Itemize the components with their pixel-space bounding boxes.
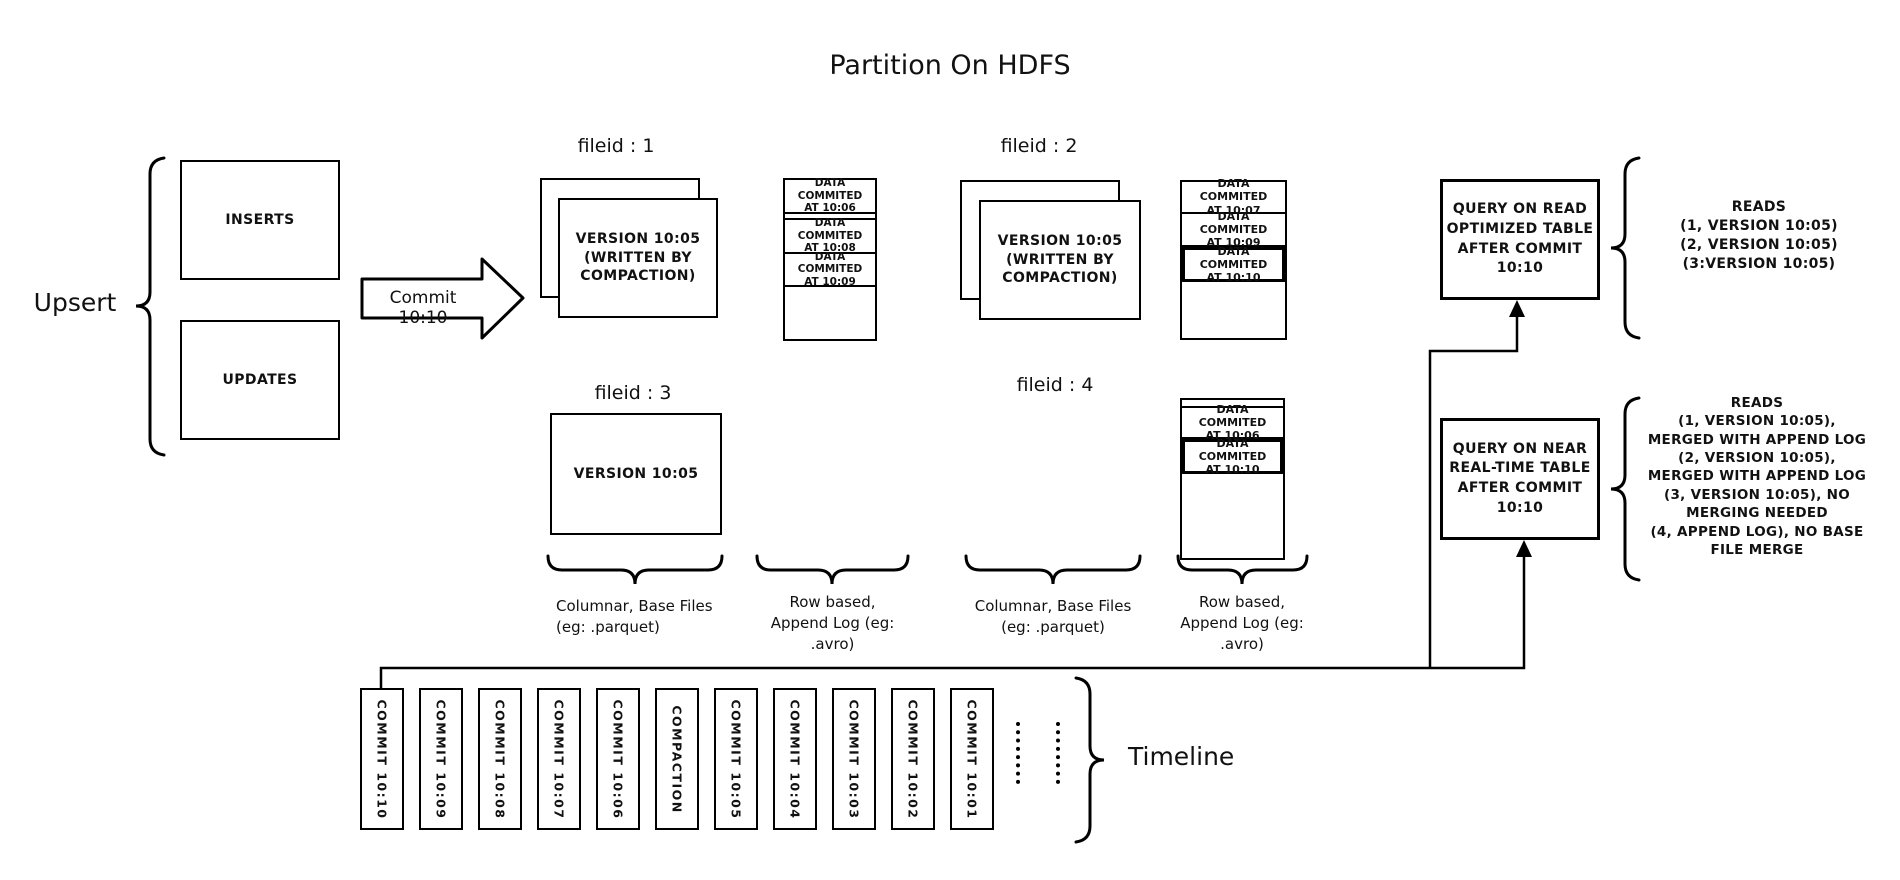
log-cell: DATA COMMITED AT 10:06 [1182, 403, 1283, 442]
log-cell: DATA COMMITED AT 10:09 [785, 251, 875, 288]
reads-line: (2, VERSION 10:05) [1680, 237, 1838, 254]
log-cell: DATA COMMITED AT 10:07 [1182, 177, 1285, 217]
columnar-brace-2 [964, 554, 1142, 585]
rowlog-brace-1 [755, 554, 910, 585]
reads-near-realtime-list: READS(1, VERSION 10:05),MERGED WITH APPE… [1642, 394, 1872, 559]
log-cell-latest: DATA COMMITED AT 10:10 [1182, 245, 1285, 284]
timeline-to-nrt-line [379, 554, 1526, 689]
timeline-commit-label: COMMIT 10:01 [964, 699, 980, 819]
timeline-ellipsis-dots [1056, 722, 1060, 784]
timeline-commit-label: COMMIT 10:10 [374, 699, 390, 819]
reads-line: MERGING NEEDED [1686, 505, 1828, 522]
reads-line: (3, VERSION 10:05), NO [1663, 486, 1851, 503]
timeline-commit-box: COMMIT 10:04 [773, 688, 817, 830]
fileid-2-version-box: VERSION 10:05 (WRITTEN BY COMPACTION) [979, 200, 1141, 320]
reads-line: (1, VERSION 10:05), [1678, 413, 1836, 430]
timeline-commit-box: COMMIT 10:05 [714, 688, 758, 830]
reads-line: (3:VERSION 10:05) [1682, 256, 1836, 273]
timeline-label: Timeline [1128, 742, 1235, 771]
reads-line: MERGED WITH APPEND LOG [1647, 468, 1867, 485]
page-title: Partition On HDFS [829, 50, 1071, 81]
timeline-commit-box: COMMIT 10:08 [478, 688, 522, 830]
timeline-commit-box: COMMIT 10:06 [596, 688, 640, 830]
fileid-3-version-box: VERSION 10:05 [550, 413, 722, 535]
reads-nrt-brace [1610, 396, 1641, 582]
log-cell: DATA COMMITED AT 10:06 [785, 177, 875, 214]
timeline-commit-label: COMPACTION [669, 704, 685, 814]
reads-line: FILE MERGE [1710, 541, 1804, 558]
updates-box: UPDATES [180, 320, 340, 440]
timeline-commit-box: COMMIT 10:01 [950, 688, 994, 830]
log-strip [1182, 400, 1283, 408]
timeline-commit-label: COMMIT 10:06 [610, 699, 626, 819]
timeline-commit-label: COMMIT 10:08 [492, 699, 508, 819]
fileid-4-label: fileid : 4 [1016, 374, 1094, 396]
reads-line: (2, VERSION 10:05), [1678, 450, 1836, 467]
fileid-1-label: fileid : 1 [577, 135, 655, 157]
rowlog-brace-2 [1176, 554, 1309, 585]
timeline-to-ro-line [1428, 314, 1519, 668]
query-near-realtime-box: QUERY ON NEAR REAL-TIME TABLE AFTER COMM… [1440, 418, 1600, 540]
timeline-commit-label: COMMIT 10:03 [846, 699, 862, 819]
upsert-brace [135, 156, 166, 457]
timeline-commit-box: COMMIT 10:03 [832, 688, 876, 830]
timeline-brace [1074, 676, 1105, 844]
timeline-commit-label: COMMIT 10:02 [905, 699, 921, 819]
reads-ro-brace [1610, 156, 1641, 340]
columnar-base-files-label-1: Columnar, Base Files (eg: .parquet) [556, 597, 713, 636]
timeline-commit-label: COMMIT 10:09 [433, 699, 449, 819]
query-read-optimized-box: QUERY ON READ OPTIMIZED TABLE AFTER COMM… [1440, 179, 1600, 300]
columnar-brace-1 [546, 554, 724, 585]
reads-line: (4, APPEND LOG), NO BASE [1650, 523, 1864, 540]
log-cell: DATA COMMITED AT 10:08 [785, 217, 875, 254]
columnar-base-files-label-2: Columnar, Base Files (eg: .parquet) [974, 597, 1132, 636]
timeline-commit-box: COMMIT 10:09 [419, 688, 463, 830]
nrt-arrowhead [1516, 540, 1532, 557]
log-cell-latest: DATA COMMITED AT 10:10 [1182, 437, 1283, 476]
ro-arrowhead [1509, 300, 1525, 317]
log-cell: DATA COMMITED AT 10:09 [1182, 210, 1285, 249]
fileid-2-append-log: DATA COMMITED AT 10:07 DATA COMMITED AT … [1180, 177, 1287, 340]
commit-block-arrow [360, 257, 525, 340]
timeline-ellipsis-dots [1016, 722, 1020, 784]
reads-line: READS [1731, 199, 1787, 215]
log-gap [785, 214, 875, 220]
fileid-2-label: fileid : 2 [1000, 135, 1078, 157]
timeline-commit-box: COMPACTION [655, 688, 699, 830]
inserts-box: INSERTS [180, 160, 340, 280]
row-append-log-label-2: Row based, Append Log (eg: .avro) [1180, 593, 1304, 653]
fileid-4-append-log: DATA COMMITED AT 10:06 DATA COMMITED AT … [1180, 398, 1285, 560]
timeline-commit-label: COMMIT 10:05 [728, 699, 744, 819]
commit-arrow-label: Commit 10:10 [389, 288, 457, 328]
fileid-1-append-log: DATA COMMITED AT 10:06 DATA COMMITED AT … [783, 177, 877, 341]
timeline-commit-label: COMMIT 10:04 [787, 699, 803, 819]
reads-line: MERGED WITH APPEND LOG [1647, 431, 1867, 448]
reads-line: (1, VERSION 10:05) [1680, 218, 1838, 235]
reads-line: READS [1730, 395, 1784, 411]
fileid-3-label: fileid : 3 [594, 382, 672, 404]
timeline-commit-box: COMMIT 10:02 [891, 688, 935, 830]
fileid-1-version-box: VERSION 10:05 (WRITTEN BY COMPACTION) [558, 198, 718, 318]
row-append-log-label-1: Row based, Append Log (eg: .avro) [770, 593, 895, 653]
reads-optimized-list: READS (1, VERSION 10:05) (2, VERSION 10:05… [1650, 198, 1868, 274]
timeline-commit-box: COMMIT 10:07 [537, 688, 581, 830]
timeline-commit-box: COMMIT 10:10 [360, 688, 404, 830]
timeline-commit-label: COMMIT 10:07 [551, 699, 567, 819]
upsert-label: Upsert [33, 288, 117, 317]
